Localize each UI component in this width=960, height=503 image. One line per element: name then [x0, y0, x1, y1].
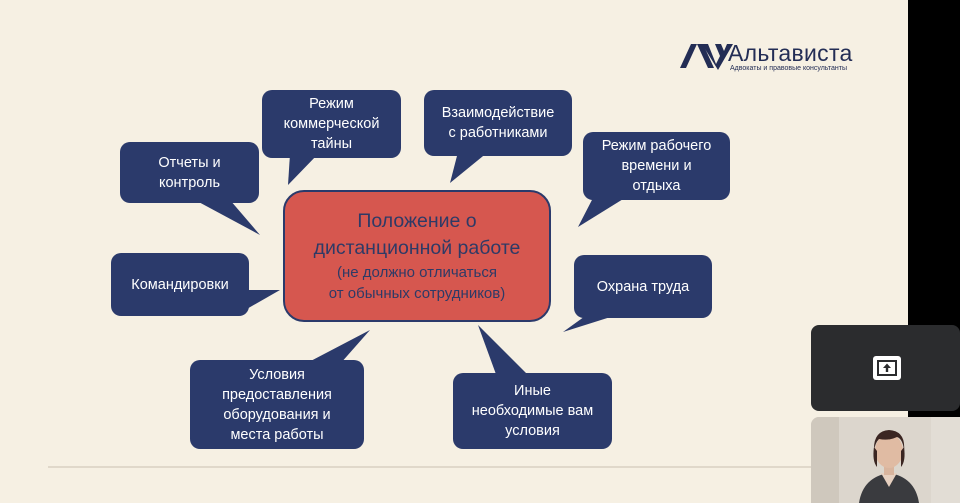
screen-share-tile[interactable]: [811, 325, 960, 411]
center-title-line-1: Положение о: [357, 210, 477, 232]
bubble-rezhim-vremeni-line-3: отдыха: [632, 178, 681, 194]
center-title-line-2: дистанционной работе: [313, 237, 521, 259]
bubble-rezhim-tayny-line-2: коммерческой: [283, 116, 380, 132]
bubble-komandirovki: [111, 253, 280, 316]
bubble-okhrana-line-1: Охрана труда: [596, 278, 690, 295]
bubble-otchety-line-2: контроль: [158, 174, 221, 191]
bubble-otchety: [120, 142, 260, 235]
bubble-rezhim-tayny-text: Режим коммерческой тайны: [262, 90, 401, 158]
bubble-inye: [453, 325, 612, 449]
bubble-usloviya-line-4: места работы: [230, 426, 324, 443]
center-note-line-2: от обычных сотрудников): [328, 285, 506, 302]
bubble-rezhim-tayny: [262, 90, 401, 185]
bubble-vzaimodeystvie-line-2: с работниками: [448, 125, 548, 141]
bubble-okhrana: [563, 255, 712, 332]
bubble-vzaimodeystvie: [424, 90, 572, 183]
bubble-rezhim-vremeni-line-2: времени и: [621, 158, 692, 174]
center-text: Положение о дистанционной работе (не дол…: [286, 193, 548, 319]
diagram-shapes: [48, 44, 812, 468]
present-to-all-icon[interactable]: [873, 356, 901, 380]
bubble-usloviya: [190, 330, 370, 449]
center-note-line-1: (не должно отличаться: [337, 264, 497, 281]
bubble-vzaimodeystvie-line-1: Взаимодействие: [441, 105, 555, 121]
bubble-vzaimodeystvie-text: Взаимодействие с работниками: [424, 90, 572, 156]
bubble-inye-line-3: условия: [505, 423, 560, 439]
bubble-rezhim-vremeni: [578, 132, 730, 227]
bubble-inye-text: Иные необходимые вам условия: [453, 373, 612, 449]
bubble-inye-line-1: Иные: [514, 383, 551, 399]
bubble-usloviya-text: Условия предоставления оборудования и ме…: [190, 360, 364, 449]
bubble-rezhim-tayny-line-1: Режим: [309, 96, 354, 112]
bubble-usloviya-line-3: оборудования и: [223, 406, 331, 423]
bubble-usloviya-line-1: Условия: [249, 366, 305, 383]
bubble-okhrana-text: Охрана труда: [574, 255, 712, 318]
bubble-rezhim-tayny-line-3: тайны: [310, 136, 353, 152]
bubble-usloviya-line-2: предоставления: [222, 386, 332, 403]
logo-name: Альтависта: [728, 40, 853, 66]
bubble-komandirovki-text: Командировки: [111, 253, 249, 316]
presentation-slide: Альтависта Адвокаты и правовые консульта…: [0, 0, 908, 503]
participant-avatar: [811, 417, 960, 503]
bubble-rezhim-vremeni-line-1: Режим рабочего: [601, 138, 712, 154]
logo-tagline: Адвокаты и правовые консультанты: [730, 65, 848, 72]
bubble-inye-line-2: необходимые вам: [471, 403, 594, 419]
center-box: [283, 190, 551, 322]
logo-mark: [680, 44, 733, 70]
participant-video[interactable]: [811, 417, 960, 503]
bubble-komandirovki-line-1: Командировки: [131, 276, 229, 293]
bubble-otchety-text: Отчеты и контроль: [120, 142, 259, 203]
bubble-rezhim-vremeni-text: Режим рабочего времени и отдыха: [583, 132, 730, 200]
bubble-otchety-line-1: Отчеты и: [158, 154, 221, 171]
